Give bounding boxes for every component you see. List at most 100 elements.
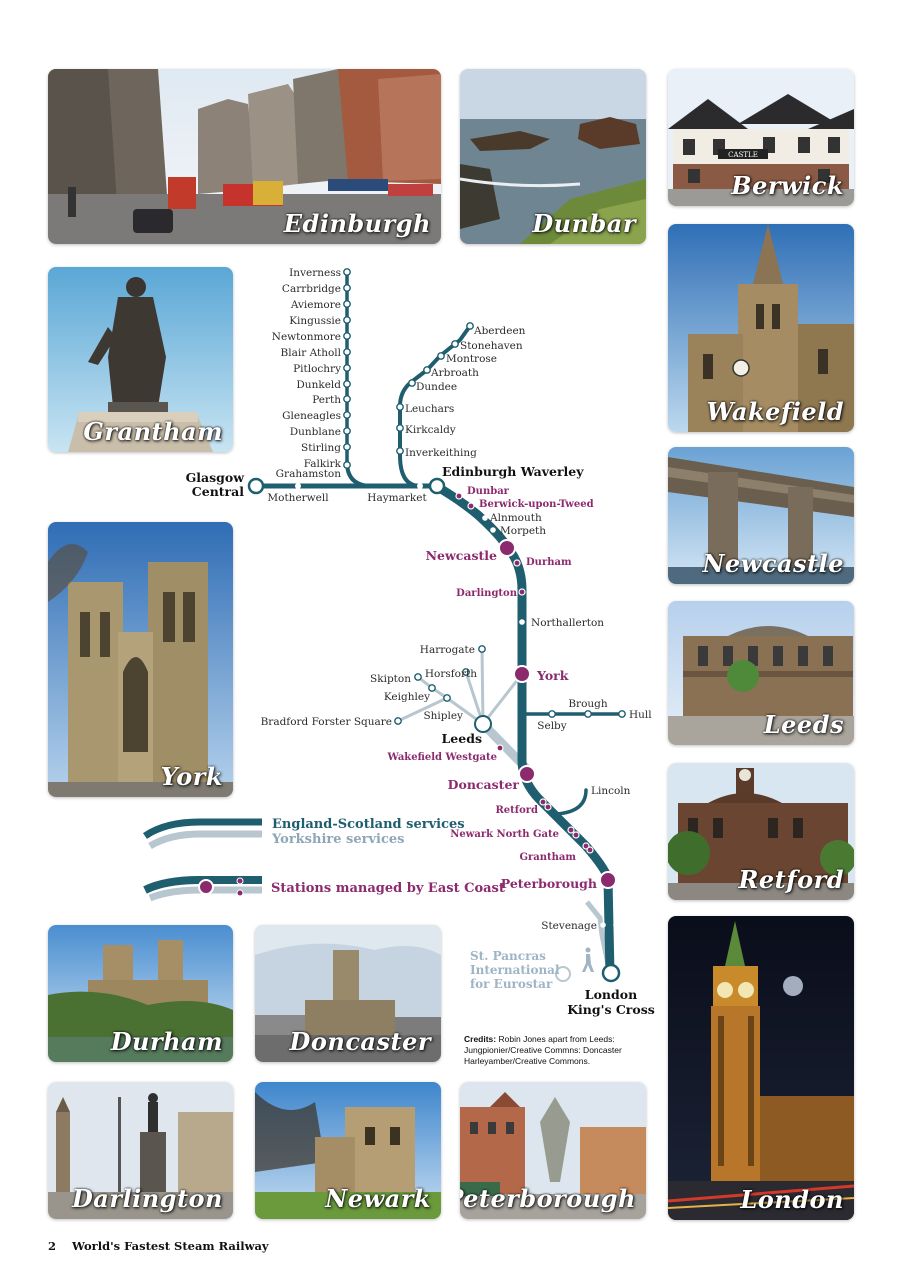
station-selby: Selby	[537, 720, 566, 732]
photo-durham: Durham	[48, 925, 233, 1062]
edinburgh-waverley-marker	[428, 477, 446, 495]
photo-caption-london: London	[740, 1185, 844, 1214]
station-carrbridge: Carrbridge	[282, 283, 341, 295]
station-leuchars: Leuchars	[405, 403, 454, 415]
aberdeen-station-markers	[396, 322, 474, 455]
station-stonehaven: Stonehaven	[460, 340, 523, 352]
photo-newcastle: Newcastle	[668, 447, 854, 584]
photo-caption-grantham: Grantham	[83, 417, 223, 446]
photo-caption-york: York	[160, 762, 223, 791]
station-aviemore: Aviemore	[290, 299, 341, 311]
london-marker	[601, 963, 621, 983]
station-montrose: Montrose	[446, 353, 497, 365]
dunbar-coast-image	[460, 69, 646, 244]
station-brough: Brough	[568, 698, 608, 710]
station-inverkeithing: Inverkeithing	[405, 447, 477, 459]
photo-dunbar: Dunbar	[460, 69, 646, 244]
photo-doncaster: Doncaster	[255, 925, 441, 1062]
station-keighley: Keighley	[384, 691, 430, 703]
photo-caption-leeds: Leeds	[763, 710, 844, 739]
station-newark-north-gate: Newark North Gate	[450, 829, 559, 840]
station-kirkcaldy: Kirkcaldy	[405, 424, 456, 436]
photo-london: London	[668, 916, 854, 1220]
station-retford: Retford	[495, 805, 538, 816]
photo-caption-newark: Newark	[325, 1184, 431, 1213]
station-dundee: Dundee	[416, 381, 457, 393]
credits-text: Robin Jones apart from Leeds: Jungpionie…	[464, 1034, 622, 1066]
edinburgh-street-image	[48, 69, 441, 244]
station-darlington: Darlington	[456, 588, 518, 599]
station-peterborough: Peterborough	[501, 876, 597, 891]
newark-castle-image	[255, 1082, 441, 1219]
station-york: York	[536, 668, 569, 683]
photo-caption-retford: Retford	[738, 865, 844, 894]
station-haymarket: Haymarket	[367, 492, 427, 504]
photo-caption-peterborough: Peterborough	[460, 1184, 636, 1213]
legend-england-scotland-services: England-Scotland services	[272, 817, 465, 832]
station-blair-atholl: Blair Atholl	[281, 347, 342, 359]
photo-darlington: Darlington	[48, 1082, 233, 1219]
station-shipley: Shipley	[423, 710, 463, 722]
legend-yorkshire-services: Yorkshire services	[272, 832, 405, 847]
station-stirling: Stirling	[301, 442, 341, 454]
peterborough-street-image	[460, 1082, 646, 1219]
london-big-ben-image	[668, 916, 854, 1220]
station-doncaster: Doncaster	[448, 777, 520, 792]
station-wakefield-westgate: Wakefield Westgate	[386, 752, 497, 763]
photo-leeds: Leeds	[668, 601, 854, 745]
photo-caption-doncaster: Doncaster	[289, 1027, 431, 1056]
page-number: 2	[48, 1239, 57, 1253]
station-kingussie: Kingussie	[289, 315, 341, 327]
station-harrogate: Harrogate	[420, 644, 475, 656]
grantham-statue-image	[48, 267, 233, 452]
photo-newark: Newark	[255, 1082, 441, 1219]
legend-stations-managed: Stations managed by East Coast	[271, 881, 505, 896]
leeds-corn-exchange-image	[668, 601, 854, 745]
photo-caption-newcastle: Newcastle	[702, 549, 844, 578]
station-lincoln: Lincoln	[591, 785, 631, 797]
eurostar-walk-icon	[582, 947, 594, 972]
station-alnmouth: Alnmouth	[489, 512, 542, 524]
leeds-marker	[474, 715, 492, 733]
doncaster-minster-image	[255, 925, 441, 1062]
station-skipton: Skipton	[370, 673, 411, 685]
photo-wakefield: Wakefield	[668, 224, 854, 432]
station-morpeth: Morpeth	[500, 525, 546, 537]
station-grantham: Grantham	[519, 852, 576, 863]
photo-edinburgh: Edinburgh	[48, 69, 441, 244]
photo-caption-edinburgh: Edinburgh	[283, 209, 431, 238]
glasgow-central-marker	[247, 477, 265, 495]
motherwell-marker	[295, 483, 301, 489]
haymarket-marker	[417, 483, 423, 489]
yorkshire-station-markers	[394, 645, 626, 725]
photo-caption-dunbar: Dunbar	[532, 209, 636, 238]
station-durham: Durham	[526, 557, 572, 568]
other-station-markers	[482, 515, 619, 928]
station-bradford-forster-square: Bradford Forster Square	[261, 716, 392, 728]
photo-caption-wakefield: Wakefield	[706, 397, 844, 426]
station-dunblane: Dunblane	[290, 426, 341, 438]
station-inverness: Inverness	[289, 267, 341, 279]
station-leeds: Leeds	[442, 731, 482, 746]
retford-town-hall-image	[668, 763, 854, 900]
durham-cathedral-image	[48, 925, 233, 1062]
castle-sign-text: CASTLE	[728, 151, 758, 159]
legend-england-scotland-swoosh	[142, 818, 262, 839]
photo-caption-durham: Durham	[110, 1027, 223, 1056]
major-station-markers	[498, 539, 617, 889]
station-hull: Hull	[629, 709, 652, 721]
credits-label: Credits:	[464, 1034, 497, 1044]
photo-grantham: Grantham	[48, 267, 233, 452]
wakefield-cathedral-image	[668, 224, 854, 432]
station-newtonmore: Newtonmore	[272, 331, 341, 343]
legend-managed-swoosh	[143, 876, 262, 902]
highland-station-markers	[343, 268, 351, 469]
station-aberdeen: Aberdeen	[473, 325, 526, 337]
station-motherwell: Motherwell	[267, 492, 329, 504]
station-edinburgh-waverley: Edinburgh Waverley	[442, 464, 584, 479]
newcastle-bridge-image	[668, 447, 854, 584]
station-stevenage: Stevenage	[541, 920, 597, 932]
